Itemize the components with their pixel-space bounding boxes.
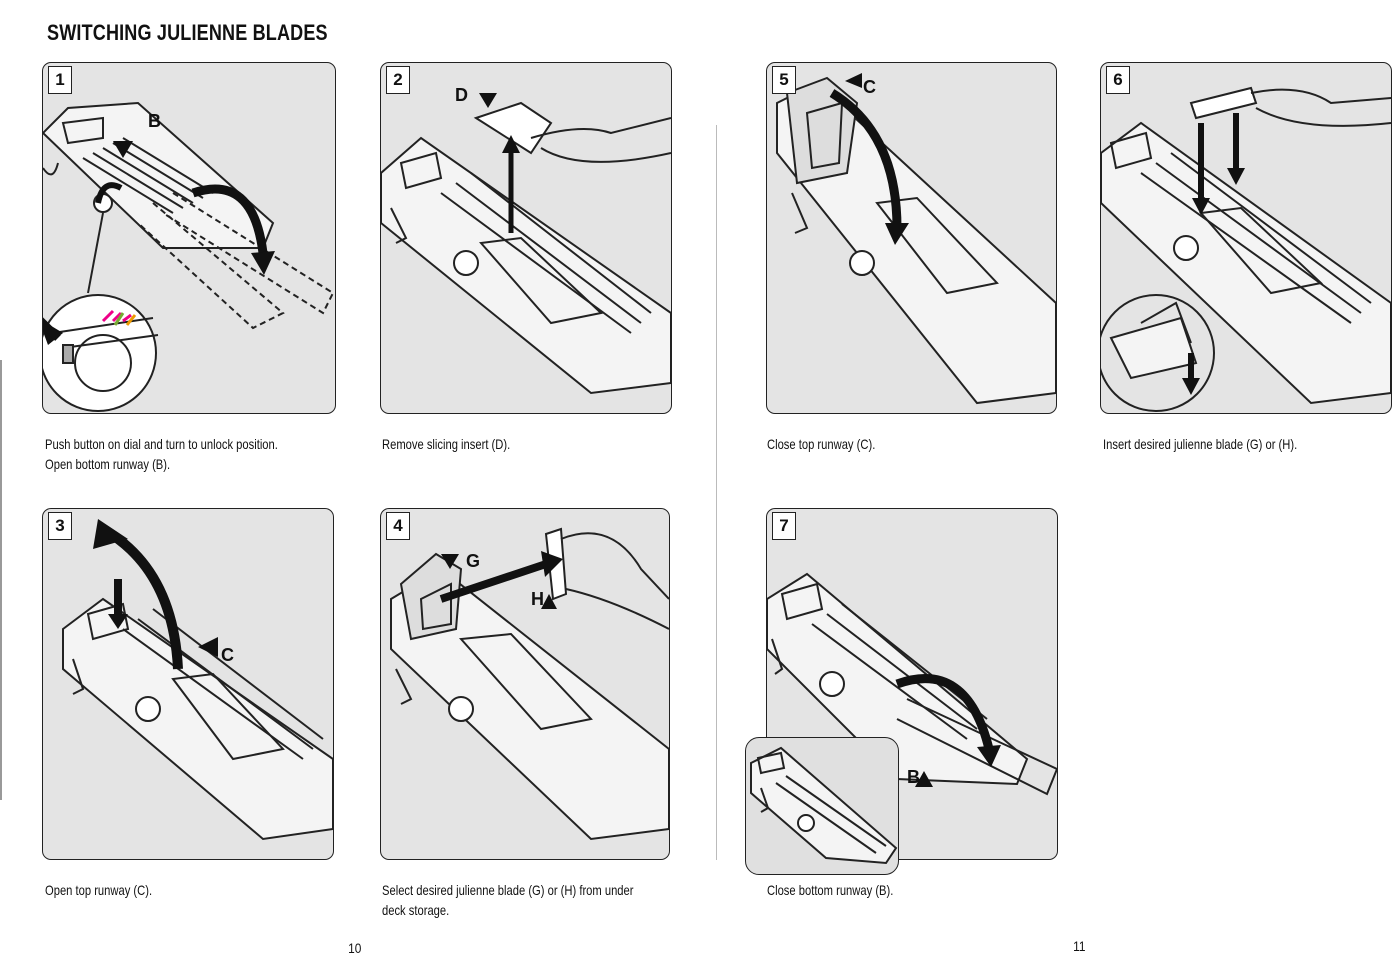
step-7-inset-illustration <box>745 737 899 875</box>
mandoline-insert-blade-drawing <box>1101 86 1391 412</box>
step-2-illustration: 2 D <box>380 62 672 414</box>
caption-line: Open top runway (C). <box>45 882 153 898</box>
step-2-label-d: D <box>455 85 468 105</box>
step-4-caption: Select desired julienne blade (G) or (H)… <box>382 880 634 920</box>
page-title: SWITCHING JULIENNE BLADES <box>47 20 328 45</box>
step-number: 7 <box>772 512 796 540</box>
caption-line: Close top runway (C). <box>767 436 876 452</box>
caption-line: Insert desired julienne blade (G) or (H)… <box>1103 436 1298 452</box>
page-divider <box>716 125 717 860</box>
step-4-label-g: G <box>466 551 481 571</box>
step-6-illustration: 6 <box>1100 62 1392 414</box>
page-number-left: 10 <box>348 940 362 956</box>
mandoline-remove-insert-drawing <box>381 93 671 395</box>
mandoline-open-top-runway-drawing <box>62 519 333 841</box>
mandoline-blade-storage-drawing <box>390 527 669 841</box>
step-5-illustration: 5 C <box>766 62 1057 414</box>
step-number: 5 <box>772 66 796 94</box>
step-number: 4 <box>386 512 410 540</box>
caption-line: Close bottom runway (B). <box>767 882 894 898</box>
step-1-label-b: B <box>148 111 161 131</box>
caption-line: Open bottom runway (B). <box>45 456 171 472</box>
mandoline-closed-inset-drawing <box>750 746 898 865</box>
step-number: 6 <box>1106 66 1130 94</box>
mandoline-close-bottom-runway-drawing <box>767 572 1057 796</box>
step-2-caption: Remove slicing insert (D). <box>382 434 510 454</box>
caption-line: deck storage. <box>382 902 450 918</box>
step-number: 2 <box>386 66 410 94</box>
mandoline-close-top-runway-drawing <box>776 73 1056 405</box>
caption-line: Push button on dial and turn to unlock p… <box>45 436 278 452</box>
step-6-caption: Insert desired julienne blade (G) or (H)… <box>1103 434 1297 454</box>
step-4-label-h: H <box>531 589 544 609</box>
step-3-caption: Open top runway (C). <box>45 880 152 900</box>
step-5-caption: Close top runway (C). <box>767 434 875 454</box>
step-7-caption: Close bottom runway (B). <box>767 880 893 900</box>
step-1-caption: Push button on dial and turn to unlock p… <box>45 434 278 474</box>
step-3-label-c: C <box>221 645 234 665</box>
mandoline-dial-drawing <box>43 101 335 412</box>
step-3-illustration: 3 C <box>42 508 334 860</box>
page-number-right: 11 <box>1073 938 1086 954</box>
step-5-label-c: C <box>863 77 876 97</box>
step-7-label-b: B <box>907 767 920 787</box>
page-edge-line <box>0 360 2 800</box>
caption-line: Remove slicing insert (D). <box>382 436 511 452</box>
step-number: 1 <box>48 66 72 94</box>
caption-line: Select desired julienne blade (G) or (H)… <box>382 882 634 898</box>
step-number: 3 <box>48 512 72 540</box>
step-4-illustration: 4 G H <box>380 508 670 860</box>
step-1-illustration: 1 B <box>42 62 336 414</box>
